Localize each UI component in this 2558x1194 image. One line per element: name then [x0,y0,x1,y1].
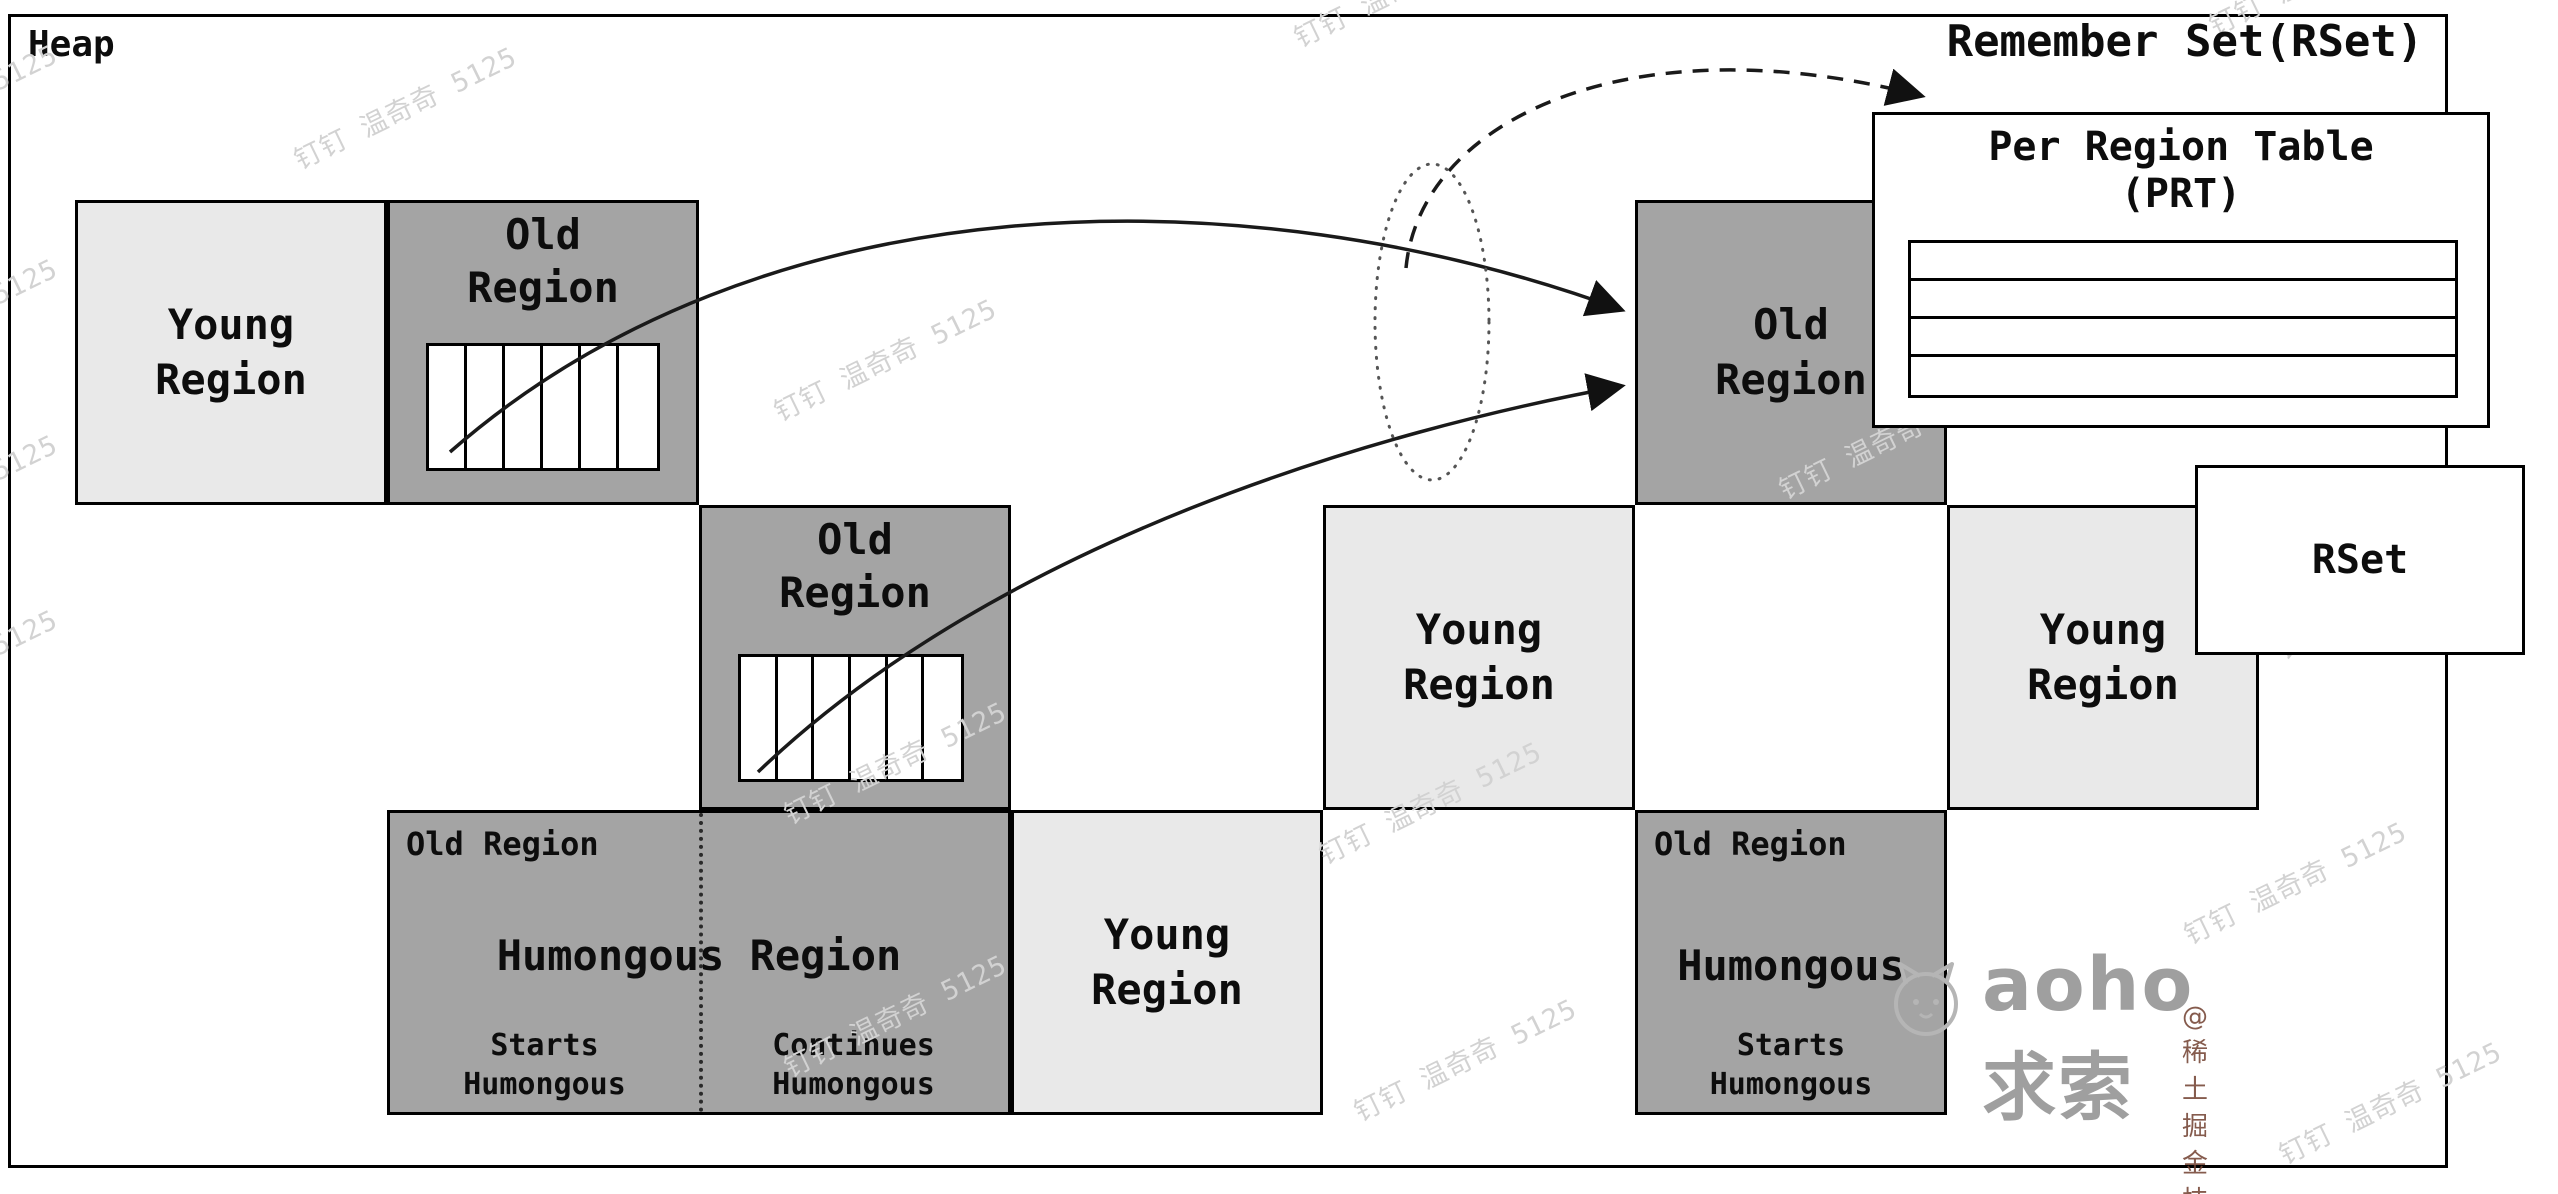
region-label-line1: Old [1753,299,1829,349]
region-label-line2: Region [467,262,619,312]
starts-line1: Starts [490,1028,599,1063]
prt-row [1911,357,2455,395]
starts-humongous-label: Starts Humongous [1638,1026,1944,1104]
logo-text: aoho求索 [1982,942,2195,1131]
old-region-corner-label: Old Region [1654,825,1847,863]
old-region-corner-label: Old Region [406,825,599,863]
prt-row [1911,319,2455,357]
cat-logo-icon [1894,962,1958,1036]
rset-label: RSet [2311,537,2409,583]
region-label-line2: Region [2027,659,2179,709]
starts-line2: Humongous [1709,1067,1873,1102]
grid-cell [581,346,619,468]
prt-subtitle: (PRT) [2120,171,2242,217]
region-label-line1: Young [1103,909,1231,959]
remember-set-title: Remember Set(RSet) [1946,16,2424,67]
continues-humongous-label: Continues Humongous [699,1026,1008,1104]
region-label-line2: Region [1715,354,1867,404]
heap-label: Heap [28,24,115,65]
humongous-region-title: Humongous Region [496,931,902,980]
region-label-line2: Region [779,567,931,617]
continues-line1: Continues [772,1028,935,1063]
prt-row [1911,281,2455,319]
region-label: Young Region [1326,508,1632,807]
region-label-line2: Region [1403,659,1555,709]
region-label-line1: Old [505,210,581,259]
prt-title: Per Region Table [1988,124,2374,170]
region-label-line1: Young [1415,604,1543,654]
grid-cell [619,346,657,468]
humongous-divider [699,813,703,1112]
region-label-line1: Young [2039,604,2167,654]
grid-cell [741,657,778,779]
region-label: Old Region [1638,203,1944,502]
region-humongous-left: Old Region Humongous Region Starts Humon… [387,810,1011,1115]
region-label: Young Region [1014,813,1320,1112]
region-old-top-left: Old Region [387,200,699,505]
grid-cell [505,346,543,468]
region-young-middle: Young Region [1323,505,1635,810]
rset-box: RSet [2195,465,2525,655]
humongous-title: Humongous [1677,941,1905,990]
prt-row-table [1908,240,2458,398]
region-label-line2: Region [155,354,307,404]
grid-cell [467,346,505,468]
region-young-bottom: Young Region [1011,810,1323,1115]
per-region-table-box: Per Region Table (PRT) [1872,112,2490,428]
grid-cell [924,657,961,779]
region-label: Old Region [390,209,696,314]
prt-row [1911,243,2455,281]
region-label: Young Region [78,203,384,502]
region-label-line2: Region [1091,964,1243,1014]
continues-line2: Humongous [772,1067,935,1102]
region-label-line1: Young [167,299,295,349]
starts-line1: Starts [1736,1028,1846,1063]
region-label: Old Region [702,514,1008,619]
card-table-grid [738,654,964,782]
grid-cell [543,346,581,468]
credit-text: @稀土掘金技术社区 [2182,1002,2209,1194]
card-table-grid [426,343,660,471]
grid-cell [429,346,467,468]
grid-cell [851,657,888,779]
region-humongous-right: Old Region Humongous Starts Humongous [1635,810,1947,1115]
region-label: Young Region [1950,508,2256,807]
grid-cell [888,657,925,779]
grid-cell [778,657,815,779]
region-label-line1: Old [817,515,893,564]
region-young-top-left: Young Region [75,200,387,505]
starts-line2: Humongous [463,1067,626,1102]
region-old-middle: Old Region [699,505,1011,810]
grid-cell [814,657,851,779]
starts-humongous-label: Starts Humongous [390,1026,699,1104]
